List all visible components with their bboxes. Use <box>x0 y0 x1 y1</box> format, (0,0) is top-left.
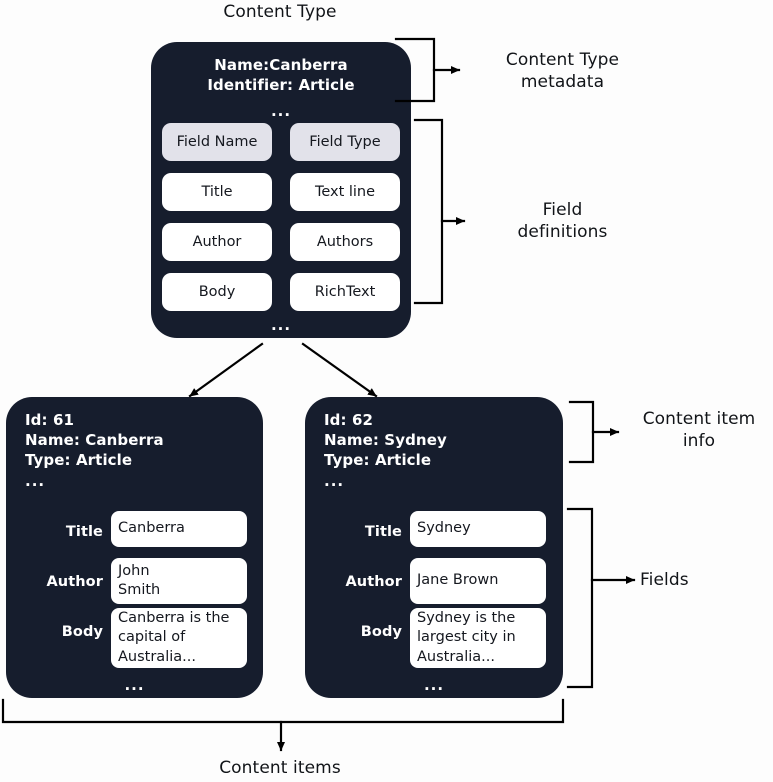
content-item-field-label-0-2: Body <box>61 624 103 640</box>
content-item-field-value-0-2: Canberra is the capital of Australia... <box>111 608 247 668</box>
arrow-to-content-item-1 <box>301 342 378 398</box>
content-item-id-0: Id: 61 <box>25 411 75 429</box>
content-item-field-label-1-1: Author <box>345 574 402 590</box>
content-item-info-1: Id: 62 Name: Sydney Type: Article <box>324 411 544 471</box>
content-item-info-ellipsis-0: ... <box>25 472 46 490</box>
content-item-field-value-0-1: John Smith <box>111 558 247 604</box>
content-item-info-ellipsis-1: ... <box>324 472 345 490</box>
annotation-field-definitions-line2: definitions <box>517 221 608 242</box>
content-item-field-label-1-2: Body <box>360 624 402 640</box>
content-item-name-0: Name: Canberra <box>25 430 164 449</box>
content-item-card-0: Id: 61 Name: Canberra Type: Article ... … <box>6 397 263 698</box>
content-item-card-1: Id: 62 Name: Sydney Type: Article ... Ti… <box>305 397 563 698</box>
content-type-card: Name:Canberra Identifier: Article ... Fi… <box>151 42 411 338</box>
content-type-identifier: Identifier: Article <box>207 75 355 94</box>
content-type-name: Name:Canberra <box>214 56 348 74</box>
field-row-name-2: Body <box>162 273 272 311</box>
bottom-label-content-items: Content items <box>219 758 341 778</box>
field-row-type-2: RichText <box>290 273 400 311</box>
field-row-type-1: Authors <box>290 223 400 261</box>
bracket-content-items <box>1 698 565 752</box>
arrow-to-content-item-0 <box>188 342 264 398</box>
field-table-ellipsis: ... <box>270 316 292 334</box>
bracket-field-definitions <box>413 118 466 305</box>
content-item-field-value-1-1: Jane Brown <box>410 558 546 604</box>
content-item-name-1: Name: Sydney <box>324 430 447 449</box>
content-item-ellipsis-1: ... <box>423 676 445 694</box>
annotation-content-type-metadata-line2: metadata <box>520 71 605 92</box>
content-item-field-value-1-0: Sydney <box>410 511 546 547</box>
annotation-content-item-info-line1: Content item <box>642 409 756 429</box>
content-item-type-1: Type: Article <box>324 450 432 469</box>
page-title: Content Type <box>223 2 337 22</box>
annotation-fields-label: Fields <box>640 570 689 590</box>
field-table-header-field-name: Field Name <box>162 123 272 161</box>
annotation-content-type-metadata-line1: Content Type <box>505 50 620 70</box>
annotation-content-type-metadata: Content Type metadata <box>470 50 655 94</box>
content-item-field-label-1-0: Title <box>364 524 402 540</box>
annotation-field-definitions-line1: Field <box>542 200 583 220</box>
content-item-field-value-0-0: Canberra <box>111 511 247 547</box>
field-row-type-0: Text line <box>290 173 400 211</box>
bracket-fields <box>566 507 636 689</box>
bracket-content-item-info <box>568 400 620 464</box>
field-row-name-0: Title <box>162 173 272 211</box>
content-item-type-0: Type: Article <box>25 450 133 469</box>
field-table-header-field-type: Field Type <box>290 123 400 161</box>
annotation-content-item-info-line2: info <box>682 430 716 451</box>
content-item-field-value-1-2: Sydney is the largest city in Australia.… <box>410 608 546 668</box>
field-row-name-1: Author <box>162 223 272 261</box>
annotation-fields: Fields <box>640 570 750 592</box>
content-type-metadata-ellipsis: ... <box>270 102 292 120</box>
content-item-field-label-0-1: Author <box>46 574 103 590</box>
content-item-ellipsis-0: ... <box>124 676 145 694</box>
content-item-info-0: Id: 61 Name: Canberra Type: Article <box>25 411 245 471</box>
content-item-id-1: Id: 62 <box>324 411 374 429</box>
content-item-field-label-0-0: Title <box>65 524 103 540</box>
annotation-field-definitions: Field definitions <box>470 200 655 244</box>
content-type-metadata-block: Name:Canberra Identifier: Article <box>151 56 411 96</box>
annotation-content-item-info: Content item info <box>625 409 773 453</box>
